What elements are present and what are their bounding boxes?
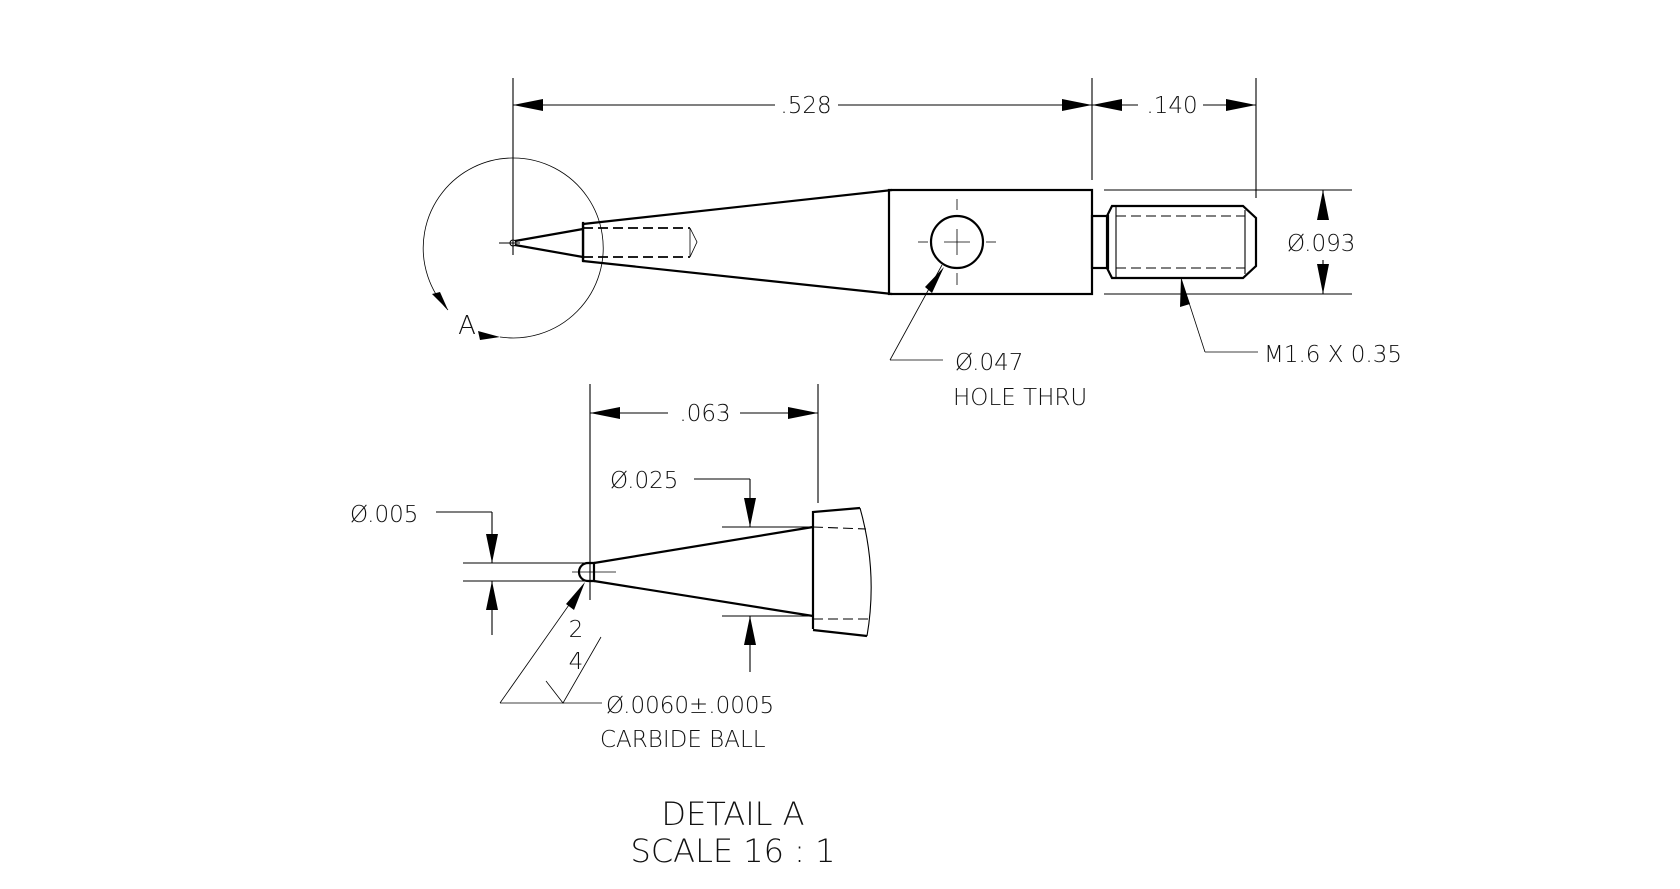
thread-relief bbox=[1090, 214, 1110, 270]
stylus-tip bbox=[499, 188, 893, 296]
thread-callout: M1.6 X 0.35 bbox=[1180, 277, 1402, 368]
detail-label-a: A bbox=[458, 311, 476, 341]
ball-callout: 2 4 Ø.0060±.0005 CARBIDE BALL bbox=[499, 582, 774, 753]
detail-title-block: DETAIL A SCALE 16 : 1 bbox=[631, 795, 836, 870]
arrowhead bbox=[486, 581, 498, 610]
carbide-ball bbox=[577, 561, 596, 583]
tip-diameter-text: Ø.005 bbox=[350, 502, 418, 528]
hidden-drill-point bbox=[689, 227, 698, 258]
dim-text-140: .140 bbox=[1146, 93, 1197, 119]
arrowhead bbox=[1180, 278, 1190, 307]
detail-scale: SCALE 16 : 1 bbox=[631, 832, 836, 870]
arrowhead bbox=[566, 582, 585, 610]
arrowhead bbox=[744, 498, 756, 527]
thread-spec-text: M1.6 X 0.35 bbox=[1264, 342, 1402, 368]
arrowhead bbox=[590, 407, 620, 419]
detail-circle-a: A bbox=[422, 157, 604, 341]
dim-text-528: .528 bbox=[780, 93, 831, 119]
surface-finish-bottom: 4 bbox=[569, 649, 584, 675]
arrowhead bbox=[744, 616, 756, 645]
main-cone-edge bbox=[582, 259, 893, 296]
thread-outline bbox=[1105, 204, 1258, 280]
arrowhead bbox=[925, 267, 944, 293]
collar-edge bbox=[812, 628, 868, 638]
top-view: .528 .140 A bbox=[422, 78, 1402, 411]
collar-arc bbox=[859, 507, 872, 637]
arrowhead bbox=[513, 99, 543, 111]
detail-title: DETAIL A bbox=[661, 795, 804, 833]
dim-overall-length: .528 bbox=[512, 78, 1093, 255]
dim-text-063: .063 bbox=[679, 401, 730, 427]
main-cone-edge bbox=[582, 188, 893, 226]
surface-finish-symbol bbox=[545, 636, 602, 704]
cone-edge bbox=[593, 525, 814, 565]
detail-view: .063 Ø.025 Ø.005 bbox=[350, 384, 872, 870]
dim-thread-diameter: Ø.093 bbox=[1104, 189, 1355, 295]
stylus-body bbox=[887, 188, 1094, 296]
arrowhead bbox=[1092, 99, 1122, 111]
detail-circle bbox=[422, 157, 604, 339]
dim-tip-diameter: Ø.005 bbox=[350, 502, 585, 635]
ball-diameter-text: Ø.0060±.0005 bbox=[606, 693, 774, 719]
cross-hole bbox=[929, 214, 985, 270]
dim-thread-length: .140 bbox=[1092, 78, 1257, 198]
arrowhead bbox=[1226, 99, 1256, 111]
arrowhead bbox=[486, 534, 498, 563]
hidden-line bbox=[812, 526, 867, 530]
tip-cone-edge bbox=[514, 227, 584, 243]
tip-cone-edge bbox=[514, 243, 584, 259]
surface-finish-top: 2 bbox=[569, 617, 584, 643]
detail-stylus bbox=[572, 506, 872, 638]
arrowhead bbox=[1317, 264, 1329, 294]
thread-section bbox=[1090, 204, 1258, 280]
ball-note-text: CARBIDE BALL bbox=[600, 727, 766, 753]
thread-diameter-text: Ø.093 bbox=[1287, 231, 1355, 257]
hole-callout: Ø.047 HOLE THRU bbox=[889, 264, 1087, 411]
arrowhead bbox=[788, 407, 818, 419]
arrowhead bbox=[432, 292, 448, 310]
cone-diameter-text: Ø.025 bbox=[610, 468, 678, 494]
collar-edge bbox=[811, 506, 861, 629]
dim-cone-base-diameter: Ø.025 bbox=[610, 468, 813, 672]
hole-diameter-text: Ø.047 bbox=[955, 350, 1023, 376]
arrowhead bbox=[478, 331, 500, 340]
arrowhead bbox=[1062, 99, 1092, 111]
arrowhead bbox=[1317, 190, 1329, 220]
ball-tip bbox=[509, 239, 517, 247]
cone-edge bbox=[593, 579, 814, 618]
hole-note-text: HOLE THRU bbox=[953, 385, 1087, 411]
